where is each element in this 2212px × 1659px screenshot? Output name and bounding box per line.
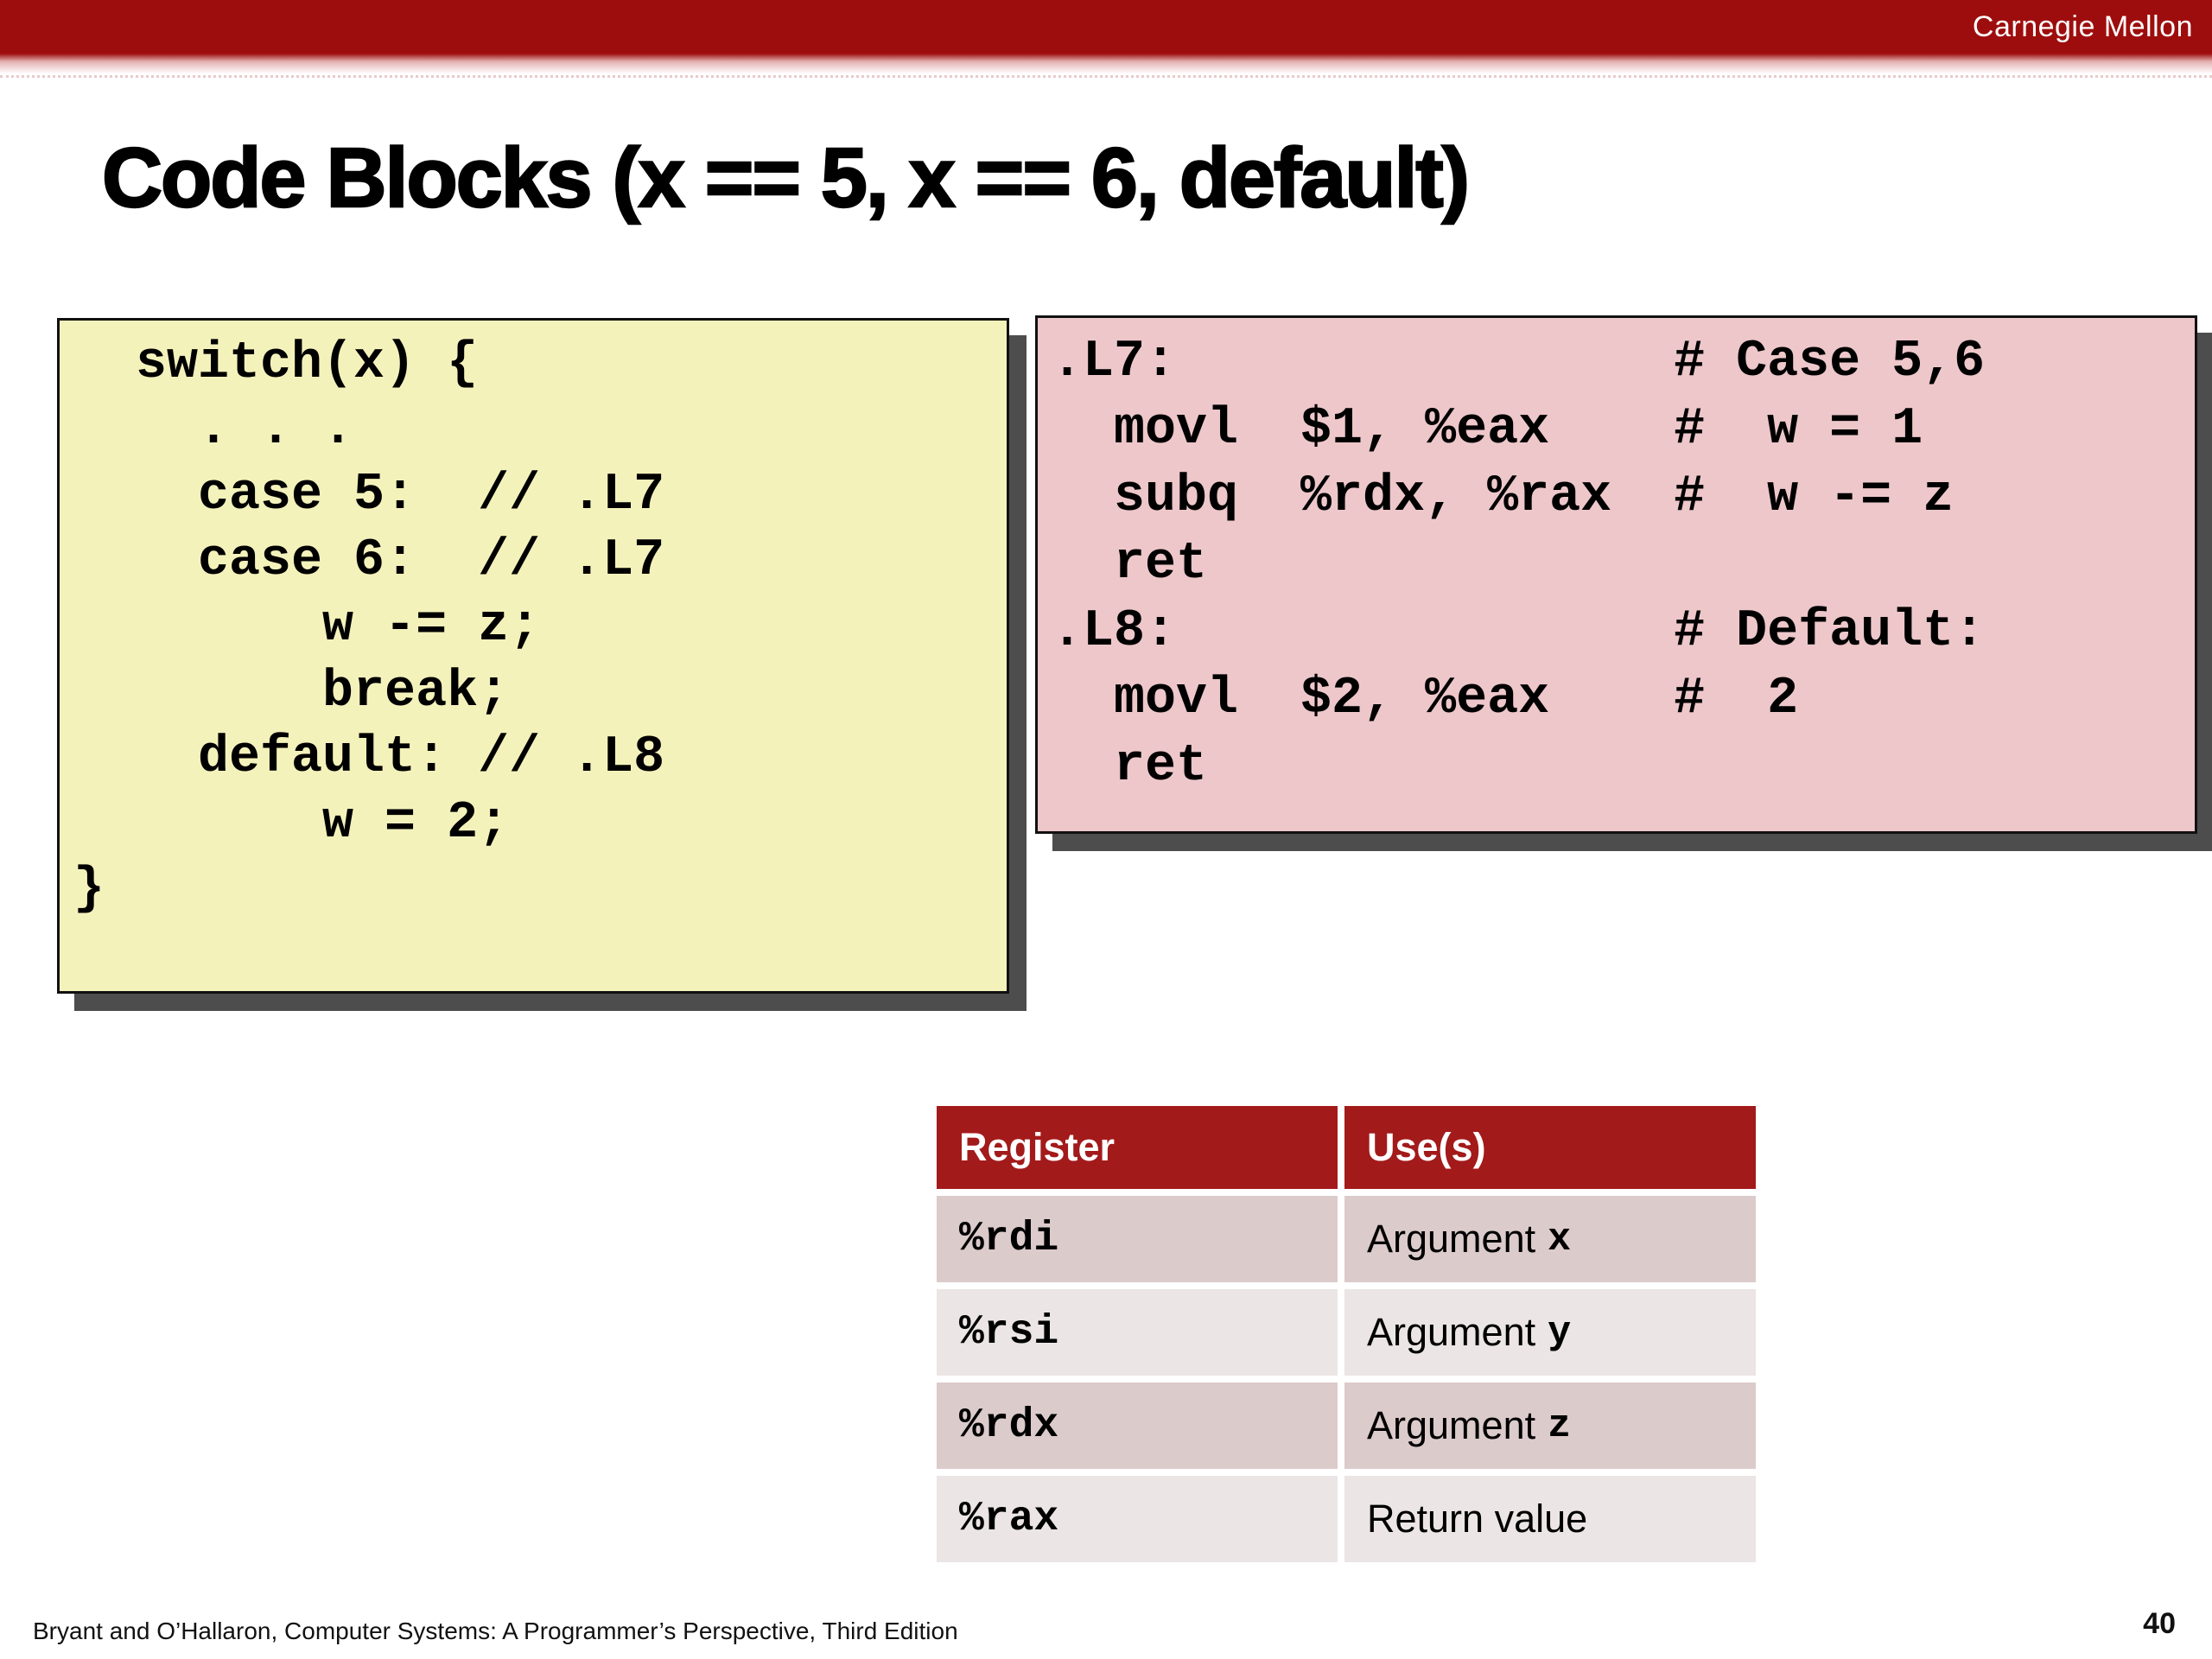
citation-text: Bryant and O’Hallaron, Computer Systems:… bbox=[33, 1618, 958, 1644]
asm-code-block: .L7: # Case 5,6 movl $1, %eax # w = 1 su… bbox=[1035, 315, 2197, 834]
use-variable: y bbox=[1548, 1310, 1572, 1355]
use-variable: z bbox=[1548, 1403, 1572, 1448]
table-header-uses: Use(s) bbox=[1344, 1106, 1756, 1189]
asm-code-text: .L7: # Case 5,6 movl $1, %eax # w = 1 su… bbox=[1052, 333, 1986, 796]
table-header-register: Register bbox=[937, 1106, 1338, 1189]
table-cell-use-rdx: Argument z bbox=[1344, 1382, 1756, 1469]
use-variable: x bbox=[1548, 1217, 1572, 1262]
top-banner-fade bbox=[0, 54, 2212, 78]
page-number: 40 bbox=[2143, 1607, 2176, 1640]
slide-title: Code Blocks (x == 5, x == 6, default) bbox=[101, 130, 1471, 226]
table-cell-register-rax: %rax bbox=[937, 1476, 1338, 1562]
table-cell-register-rsi: %rsi bbox=[937, 1289, 1338, 1376]
use-text: Return value bbox=[1367, 1497, 1588, 1541]
table-cell-use-rsi: Argument y bbox=[1344, 1289, 1756, 1376]
table-cell-use-rax: Return value bbox=[1344, 1476, 1756, 1562]
use-text: Argument bbox=[1367, 1217, 1536, 1261]
register-table: Register Use(s) %rdi Argument x %rsi Argu… bbox=[937, 1106, 1756, 1562]
table-cell-register-rdi: %rdi bbox=[937, 1196, 1338, 1282]
top-banner: Carnegie Mellon bbox=[0, 0, 2212, 54]
use-text: Argument bbox=[1367, 1310, 1536, 1354]
c-code-text: switch(x) { . . . case 5: // .L7 case 6:… bbox=[73, 334, 665, 918]
c-code-block: switch(x) { . . . case 5: // .L7 case 6:… bbox=[57, 318, 1009, 994]
use-text: Argument bbox=[1367, 1403, 1536, 1447]
table-cell-use-rdi: Argument x bbox=[1344, 1196, 1756, 1282]
table-cell-register-rdx: %rdx bbox=[937, 1382, 1338, 1469]
brand-text: Carnegie Mellon bbox=[1972, 10, 2193, 43]
